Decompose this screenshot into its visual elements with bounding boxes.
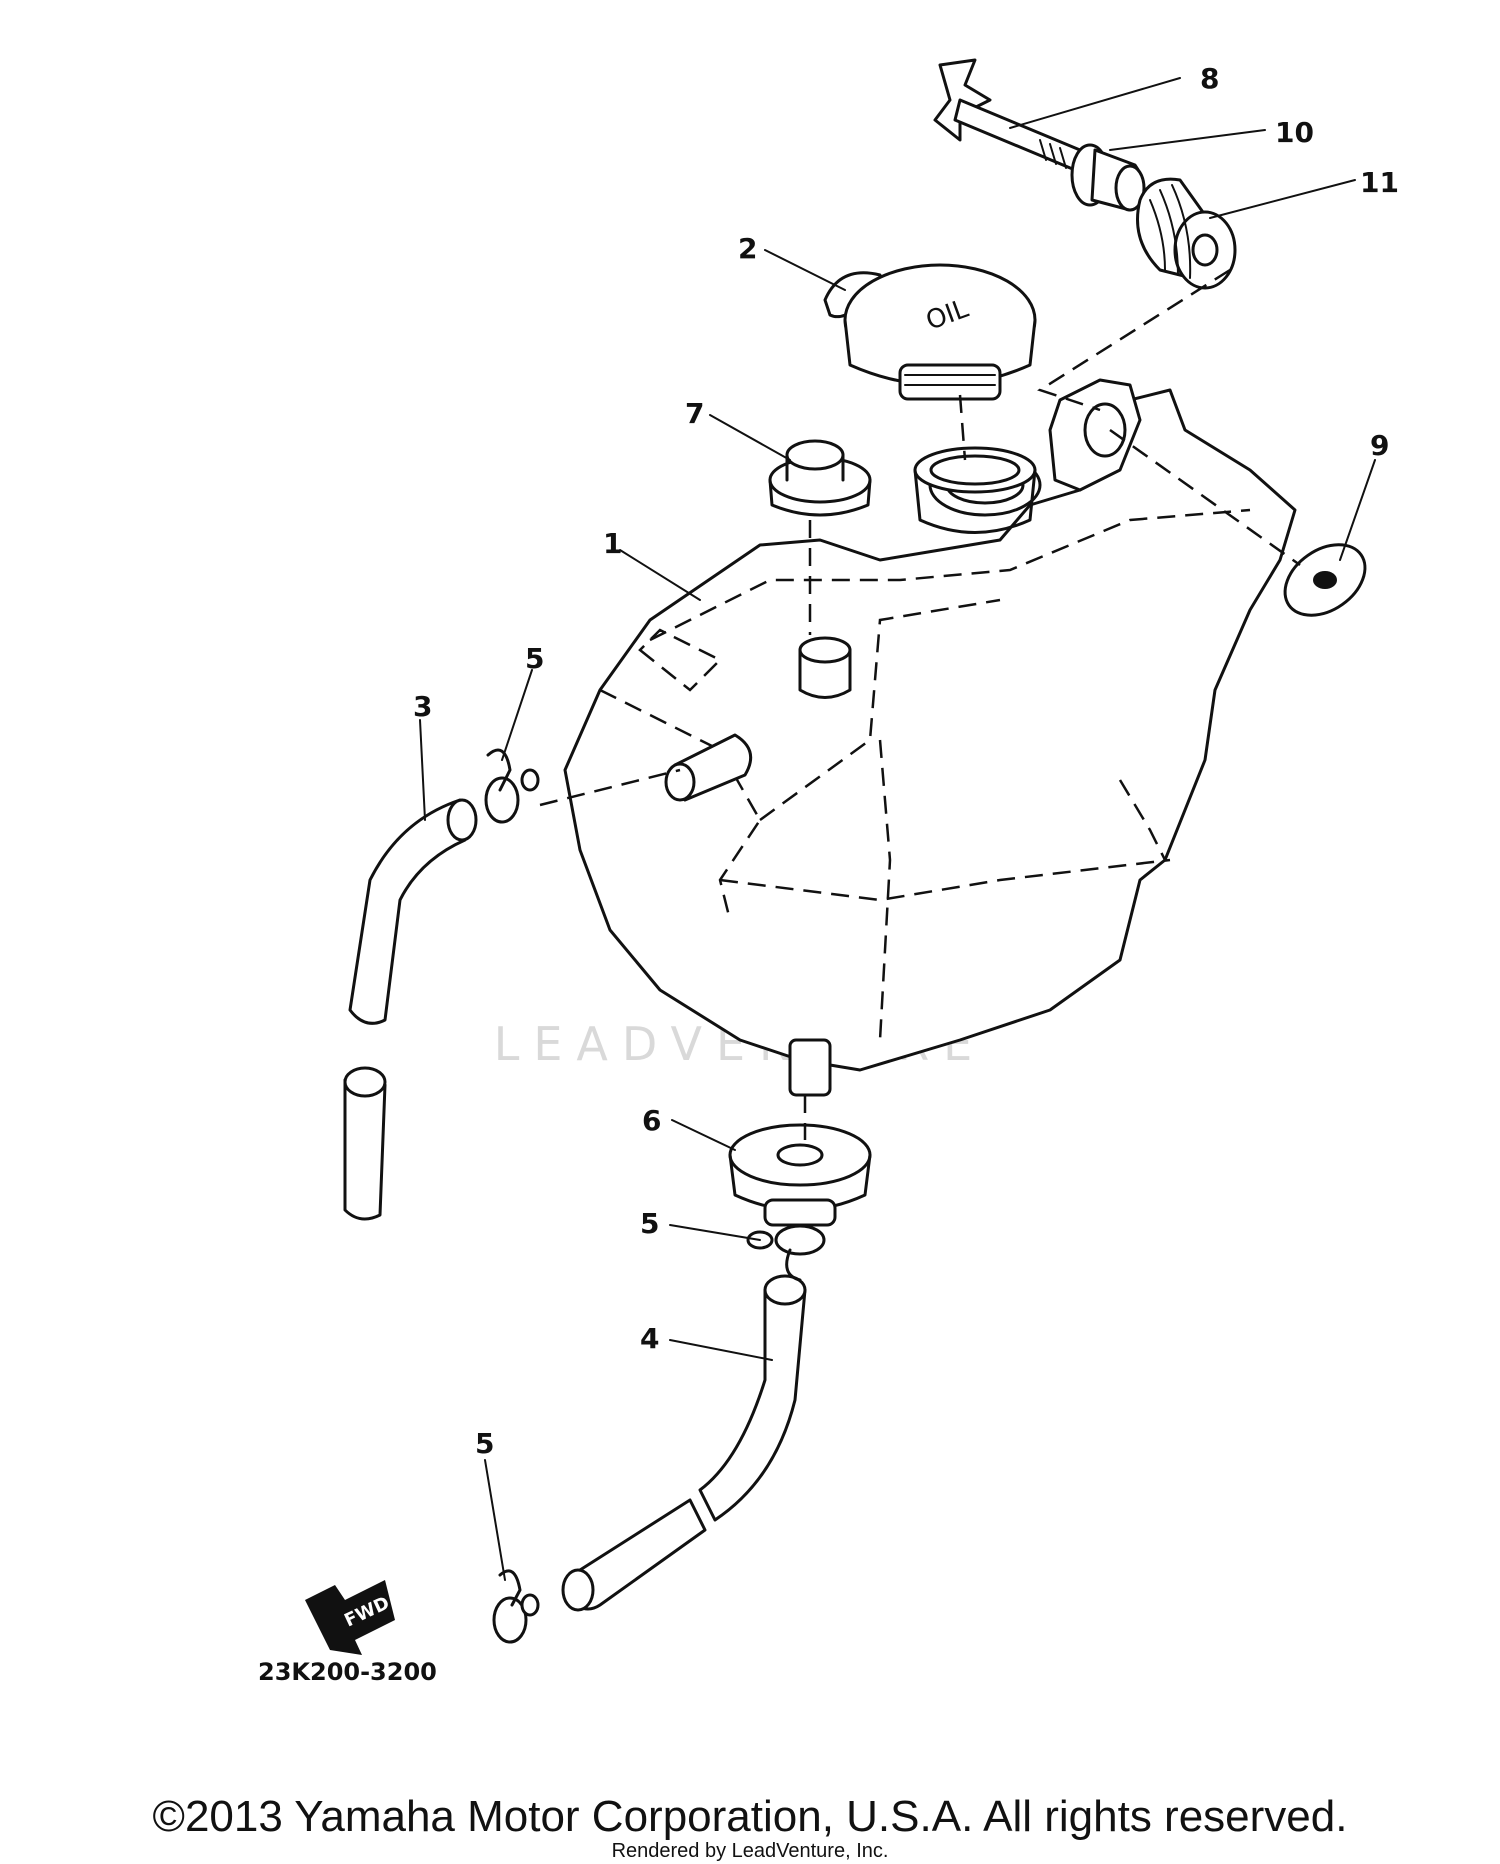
lower-hose	[561, 1274, 807, 1612]
callout-8: 8	[1200, 62, 1219, 95]
rendered-by-note: Rendered by LeadVenture, Inc.	[611, 1840, 889, 1862]
forward-arrow-icon: FWD	[305, 1580, 395, 1655]
callout-1: 1	[603, 527, 622, 560]
hose-clip-middle	[746, 1224, 826, 1282]
damper	[1136, 177, 1237, 290]
callout-4: 4	[640, 1322, 659, 1355]
drain-grommet	[728, 1123, 872, 1227]
upper-hose	[343, 798, 478, 1221]
callout-2: 2	[738, 232, 757, 265]
hose-clip-lower	[492, 1569, 540, 1644]
callout-3: 3	[413, 690, 432, 723]
copyright-notice: ©2013 Yamaha Motor Corporation, U.S.A. A…	[152, 1792, 1348, 1841]
hose-clip-upper	[484, 748, 540, 824]
leader-lines	[419, 77, 1376, 1581]
collar	[1070, 143, 1146, 212]
callout-5-lower: 5	[475, 1427, 494, 1460]
callouts: 8 10 11 2 7 9 1 5 3 6 5 4 5	[413, 62, 1399, 1460]
washer	[1283, 543, 1367, 617]
callout-10: 10	[1275, 116, 1314, 149]
bolt	[933, 58, 1082, 172]
oil-tank	[563, 378, 1297, 1097]
cap-seal	[913, 446, 1037, 534]
callout-11: 11	[1360, 166, 1399, 199]
callout-5-upper: 5	[525, 642, 544, 675]
callout-9: 9	[1370, 429, 1389, 462]
callout-7: 7	[685, 397, 704, 430]
callout-6: 6	[642, 1104, 661, 1137]
assembly-lines	[539, 268, 1301, 1140]
filler-cap: OIL	[823, 263, 1037, 401]
grommet	[768, 439, 872, 517]
callout-5-middle: 5	[640, 1207, 659, 1240]
diagram-part-number: 23K200-3200	[258, 1658, 437, 1686]
